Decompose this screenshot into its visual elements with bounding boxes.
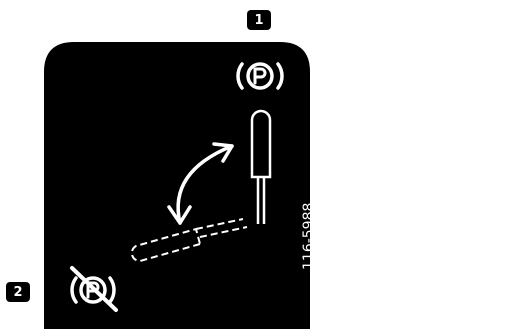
parking-brake-engaged-icon — [236, 62, 284, 90]
double-headed-curved-arrow-icon — [167, 142, 234, 225]
callout-1-badge: 1 — [247, 10, 271, 30]
parking-brake-decal — [44, 42, 310, 329]
lever-engaged — [250, 109, 272, 224]
lever-released — [130, 218, 248, 263]
parking-brake-released-icon — [70, 266, 118, 312]
decal-background — [44, 42, 310, 329]
callout-2-badge: 2 — [6, 282, 30, 302]
part-number-label: 116-5988 — [301, 202, 317, 270]
